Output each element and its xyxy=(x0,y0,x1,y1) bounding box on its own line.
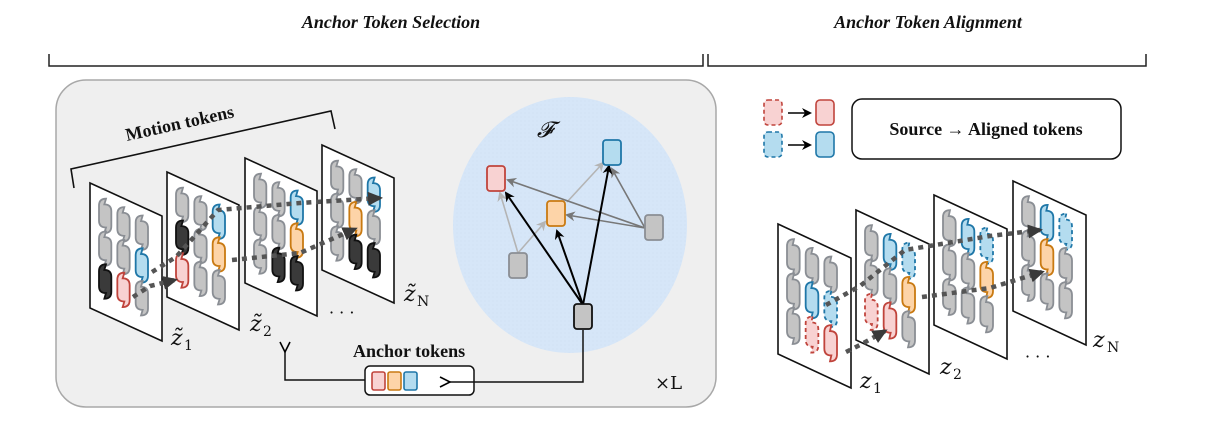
token-graph xyxy=(486,139,664,330)
graph-node-red xyxy=(486,165,506,192)
svg-text:N: N xyxy=(1107,340,1119,356)
selection-header: Anchor Token Selection xyxy=(48,12,704,67)
path-blue xyxy=(150,191,383,274)
graph-edge xyxy=(565,211,646,229)
anchor-token-set xyxy=(371,371,418,391)
graph-node-blue xyxy=(602,139,622,166)
alignment-bracket xyxy=(707,54,1147,67)
alignment-frame-label-n: z N xyxy=(1092,328,1119,356)
svg-text:z: z xyxy=(859,369,872,394)
path-orange xyxy=(231,226,358,263)
token-gray xyxy=(1058,281,1073,320)
anchor-feedback-arrow xyxy=(285,352,365,381)
selection-frame-label-n: z̃ N xyxy=(403,282,429,310)
alignment-title: Anchor Token Alignment xyxy=(833,12,1023,32)
alignment-frame-label-1: z 1 xyxy=(859,369,882,397)
graph-node-gray-right xyxy=(644,214,664,241)
anchor-token-blue xyxy=(403,371,418,391)
token-gray xyxy=(211,269,226,306)
graph-edge xyxy=(611,167,646,229)
token-gray xyxy=(193,260,208,298)
svg-text:z̃: z̃ xyxy=(403,282,416,307)
selection-frame-4 xyxy=(321,143,395,305)
graph-edge xyxy=(497,191,519,254)
selection-frame-3 xyxy=(244,156,318,318)
graph-node-gray-left xyxy=(508,252,528,279)
token-dark xyxy=(366,242,381,279)
alignment-legend xyxy=(763,99,835,158)
selection-token-paths xyxy=(131,191,383,299)
token-red-source xyxy=(804,315,820,354)
svg-text:z̃: z̃ xyxy=(170,326,183,351)
token-dark xyxy=(289,255,304,292)
svg-text:2: 2 xyxy=(953,367,962,383)
svg-text:N: N xyxy=(417,294,429,310)
path-red xyxy=(131,275,178,299)
anchor-token-orange xyxy=(387,371,402,391)
token-gray xyxy=(786,306,801,345)
token-gray xyxy=(942,277,957,316)
graph-edge xyxy=(566,161,605,203)
alignment-header: Anchor Token Alignment xyxy=(707,12,1147,67)
alignment-frame-1 xyxy=(777,222,852,390)
motion-tokens-bracket xyxy=(70,110,336,189)
svg-text:z̃: z̃ xyxy=(249,312,262,337)
graph-edge xyxy=(517,220,547,254)
anchor-token-red xyxy=(371,371,386,391)
graph-edge xyxy=(504,191,584,306)
token-gray xyxy=(253,238,268,275)
graph-edge xyxy=(506,177,646,229)
svg-text:1: 1 xyxy=(184,338,193,354)
path-orange xyxy=(921,268,1045,300)
token-gray xyxy=(979,295,994,334)
legend-source-red xyxy=(763,99,783,126)
svg-text:2: 2 xyxy=(263,324,272,340)
alignment-token-paths xyxy=(824,224,1045,355)
graph-node-orange xyxy=(546,200,566,227)
svg-text:z: z xyxy=(939,355,952,380)
graph-node-query xyxy=(573,303,593,330)
alignment-ellipsis: · · · xyxy=(1025,347,1050,366)
graph-edge xyxy=(554,229,584,306)
token-red xyxy=(823,324,838,363)
legend-aligned-red xyxy=(815,99,835,126)
selection-ellipsis: · · · xyxy=(329,303,354,322)
selection-bracket xyxy=(48,54,704,67)
selection-frame-label-2: z̃ 2 xyxy=(249,312,272,340)
alignment-frame-2 xyxy=(855,208,930,376)
legend-source-blue xyxy=(763,131,783,158)
svg-text:×L: ×L xyxy=(655,373,682,394)
token-dark xyxy=(98,263,113,300)
anchor-flow-line xyxy=(450,330,584,382)
selection-title: Anchor Token Selection xyxy=(301,12,480,32)
token-red xyxy=(175,252,190,289)
token-gray xyxy=(901,310,916,349)
graph-edge xyxy=(582,164,613,306)
selection-frame-1 xyxy=(89,181,163,343)
alignment-frame-3 xyxy=(933,193,1008,361)
token-red-source xyxy=(864,292,879,331)
path-red xyxy=(844,329,888,355)
repeat-label: ×L xyxy=(655,373,682,394)
alignment-frames xyxy=(777,179,1087,390)
legend-box xyxy=(851,98,1122,160)
alignment-frame-label-2: z 2 xyxy=(939,355,962,383)
selection-frame-label-1: z̃ 1 xyxy=(170,326,193,354)
legend-label: Source → Aligned tokens xyxy=(889,119,1082,139)
token-red xyxy=(116,271,131,309)
alignment-frame-4 xyxy=(1012,179,1087,347)
svg-text:1: 1 xyxy=(873,381,882,397)
svg-text:z: z xyxy=(1092,328,1105,353)
legend-aligned-blue xyxy=(815,131,835,158)
anchor-tokens-label: Anchor tokens xyxy=(353,341,465,361)
